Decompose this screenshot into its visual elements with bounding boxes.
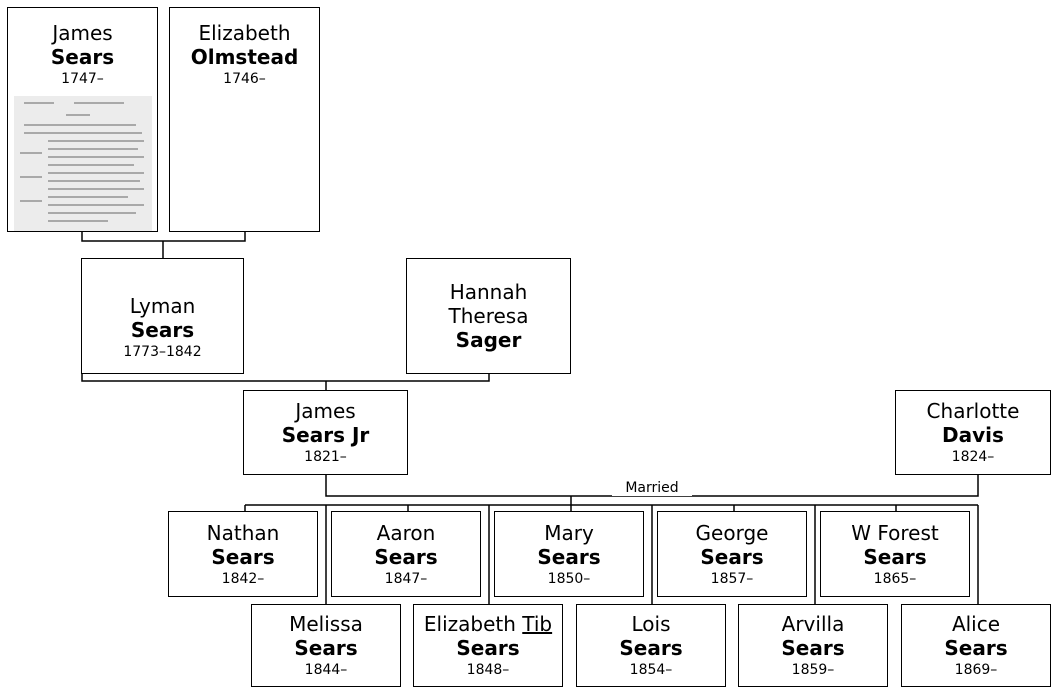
surname: Sears (374, 544, 438, 569)
person-card-melissa-sears[interactable]: Melissa Sears 1844– (251, 604, 401, 687)
first-name: George (695, 520, 769, 545)
person-card-george-sears[interactable]: George Sears 1857– (657, 511, 807, 597)
person-card-arvilla-sears[interactable]: Arvilla Sears 1859– (738, 604, 888, 687)
lifespan: 1773–1842 (123, 343, 202, 360)
lifespan: 1857– (710, 570, 754, 587)
person-card-mary-sears[interactable]: Mary Sears 1850– (494, 511, 644, 597)
connector-line (81, 373, 490, 382)
person-card-elizabeth-tib-sears[interactable]: Elizabeth Tib Sears 1848– (413, 604, 563, 687)
person-card-james-sears-jr[interactable]: James Sears Jr 1821– (243, 390, 408, 475)
surname: Sears (130, 317, 195, 342)
surname: Sears (211, 544, 275, 569)
lifespan: 1850– (547, 570, 591, 587)
first-name-with-nickname: Elizabeth Tib (424, 612, 552, 636)
first-name: James (295, 399, 356, 423)
connector-line (325, 474, 979, 497)
middle-name: Theresa (448, 304, 529, 328)
person-card-alice-sears[interactable]: Alice Sears 1869– (901, 604, 1051, 687)
surname: Sears (50, 45, 115, 69)
person-card-charlotte-davis[interactable]: Charlotte Davis 1824– (895, 390, 1051, 475)
person-card-james-sears[interactable]: James Sears 1747– (7, 7, 158, 232)
first-name: Nathan (206, 520, 280, 545)
surname: Olmstead (190, 45, 299, 69)
lifespan: 1865– (873, 570, 917, 587)
first-name: Hannah (449, 280, 528, 304)
first-name: Melissa (289, 612, 363, 636)
surname: Davis (942, 423, 1004, 447)
surname: Sears (863, 544, 927, 569)
nickname: Tib (522, 612, 553, 636)
connector-line (81, 231, 246, 242)
marriage-label: Married (612, 480, 692, 496)
first-name: W Forest (851, 520, 939, 545)
first-name: Arvilla (781, 612, 845, 636)
person-card-lyman-sears[interactable]: Lyman Sears 1773–1842 (81, 258, 244, 374)
surname: Sears (781, 636, 845, 660)
first-name: Elizabeth (198, 21, 291, 45)
lifespan: 1842– (221, 570, 265, 587)
first-name: James (52, 21, 113, 45)
surname: Sears (294, 636, 358, 660)
first-name: Aaron (376, 520, 436, 545)
lifespan: 1746– (223, 71, 266, 87)
first-name: Alice (951, 612, 1001, 636)
person-card-w-forest-sears[interactable]: W Forest Sears 1865– (820, 511, 970, 597)
first-name: Elizabeth (423, 612, 516, 636)
first-name: Mary (544, 520, 594, 545)
surname: Sears Jr (281, 423, 370, 447)
surname: Sears (537, 544, 601, 569)
lifespan: 1869– (954, 662, 998, 678)
first-name: Lois (631, 612, 671, 636)
person-card-lois-sears[interactable]: Lois Sears 1854– (576, 604, 726, 687)
lifespan: 1848– (466, 662, 510, 678)
surname: Sears (944, 636, 1008, 660)
person-card-nathan-sears[interactable]: Nathan Sears 1842– (168, 511, 318, 597)
lifespan: 1844– (304, 662, 348, 678)
person-card-hannah-sager[interactable]: Hannah Theresa Sager (406, 258, 571, 374)
lifespan: 1747– (61, 71, 104, 87)
lifespan: 1824– (951, 449, 995, 465)
person-card-aaron-sears[interactable]: Aaron Sears 1847– (331, 511, 481, 597)
lifespan: 1821– (304, 449, 347, 465)
lifespan: 1847– (384, 570, 428, 587)
surname: Sears (700, 544, 764, 569)
surname: Sears (619, 636, 683, 660)
lifespan: 1859– (791, 662, 835, 678)
first-name: Lyman (129, 293, 196, 318)
lifespan: 1854– (629, 662, 673, 678)
surname: Sears (456, 636, 520, 660)
surname: Sager (455, 328, 522, 352)
person-card-elizabeth-olmstead[interactable]: Elizabeth Olmstead 1746– (169, 7, 320, 232)
first-name: Charlotte (926, 399, 1020, 423)
record-thumbnail[interactable] (13, 96, 152, 231)
